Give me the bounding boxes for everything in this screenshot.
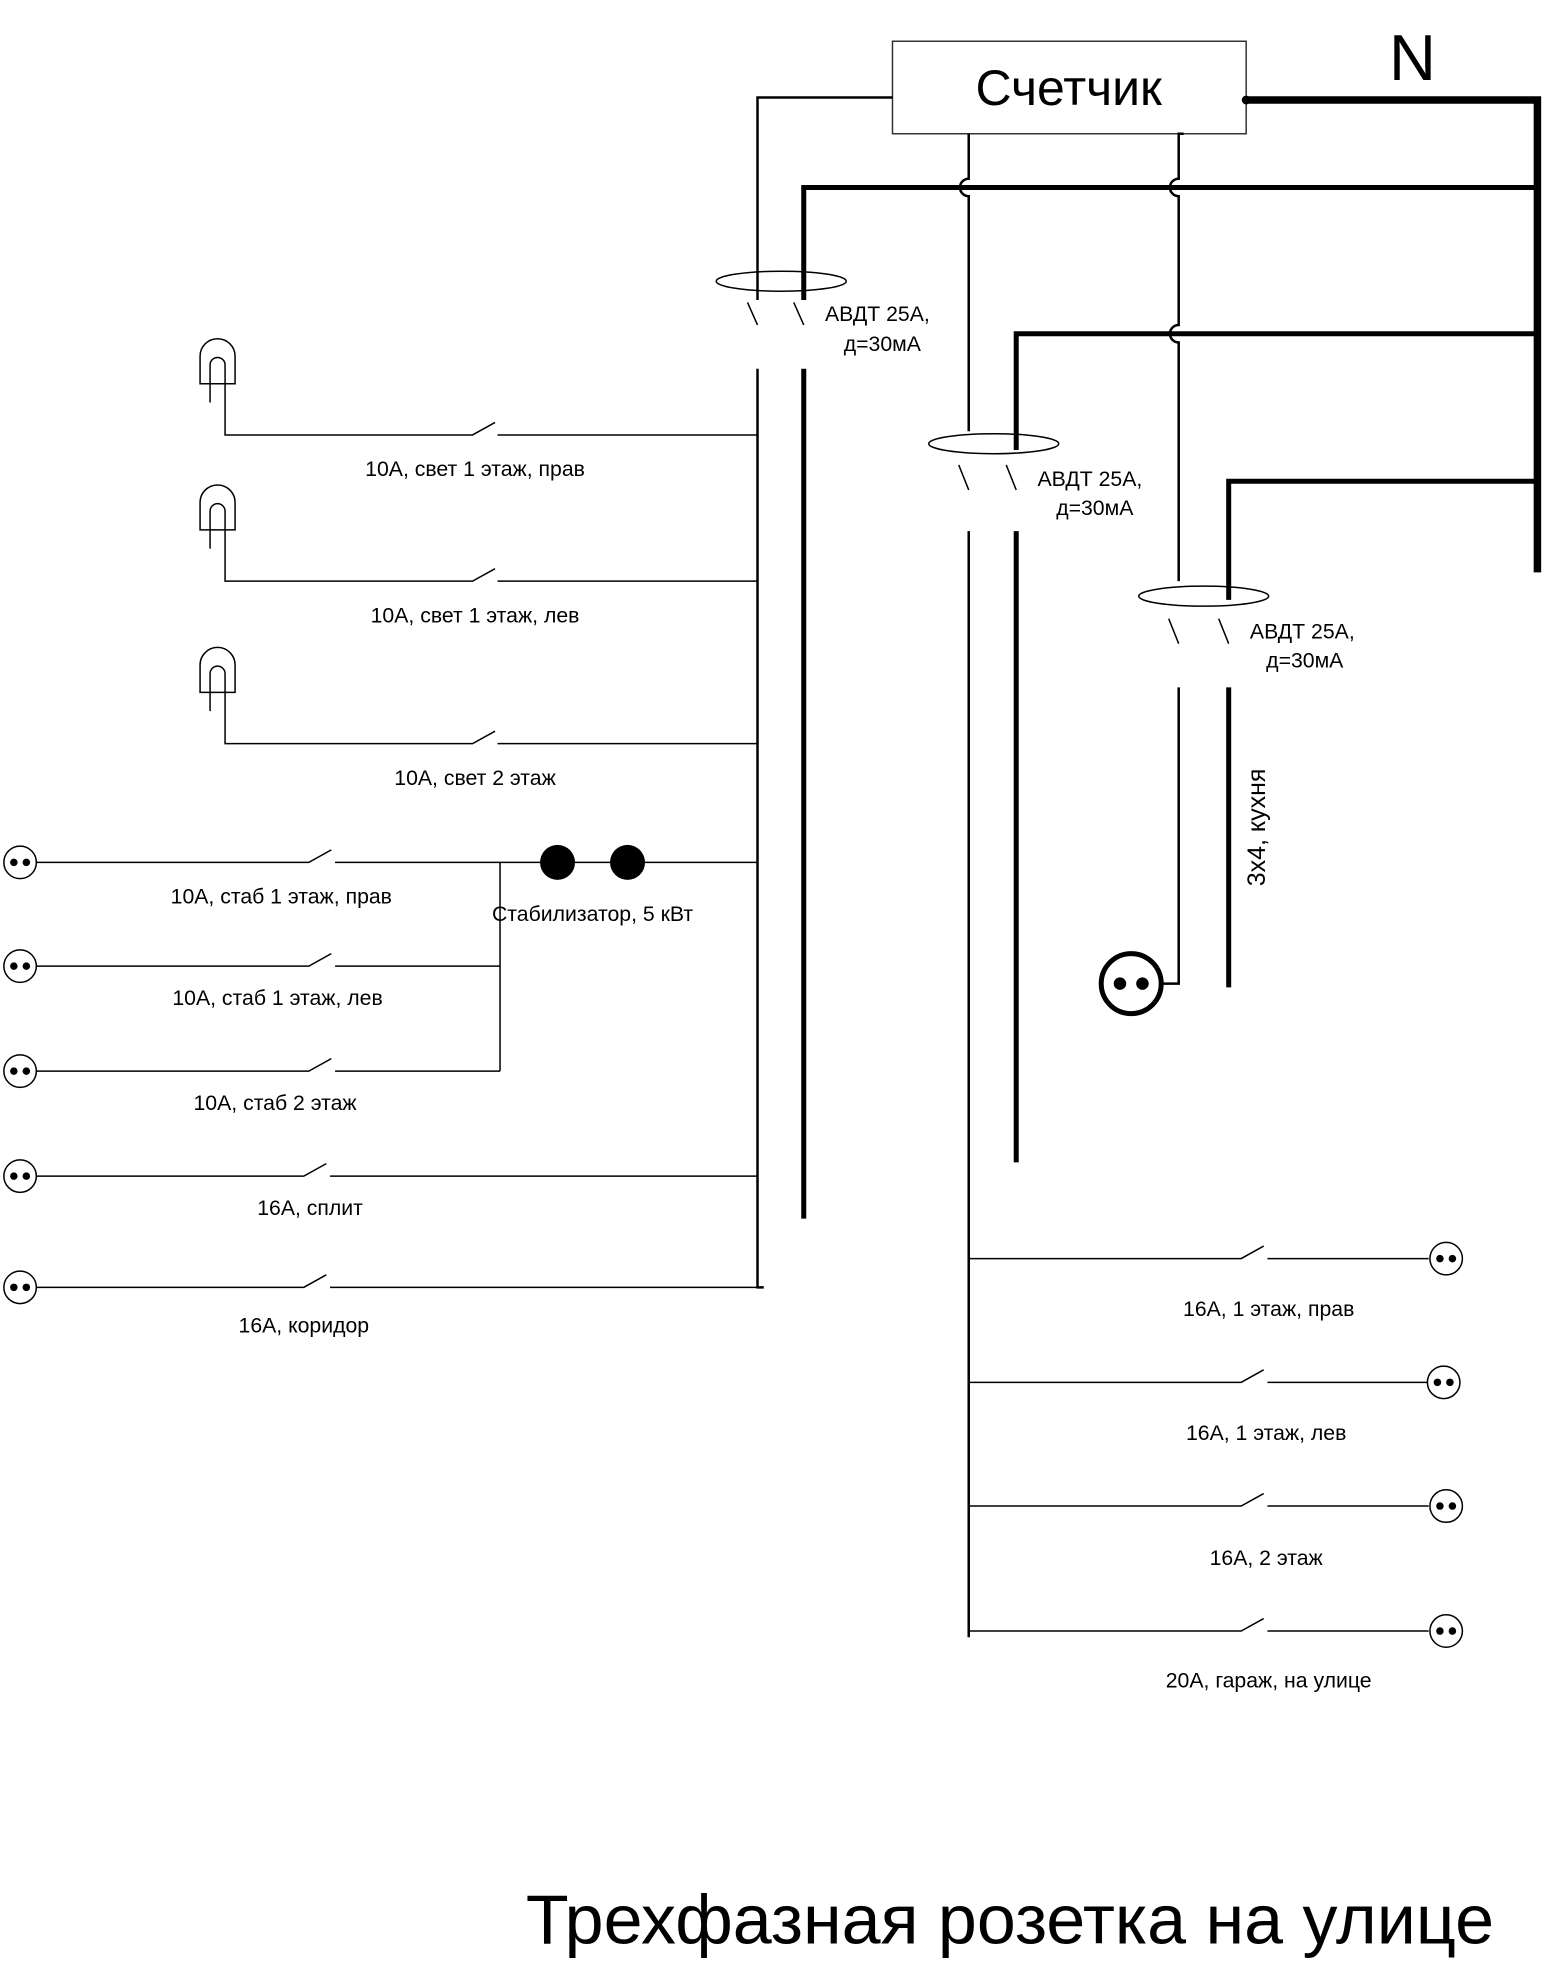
- socket-icon: [1429, 1489, 1464, 1524]
- circuit-label: 10А, стаб 2 этаж: [193, 1091, 357, 1115]
- lamp-icon: [199, 646, 236, 712]
- kitchen-socket-icon: [1098, 951, 1164, 1017]
- breaker-rating: д=30мА: [844, 332, 922, 356]
- kitchen-label: 3х4, кухня: [1243, 769, 1271, 887]
- socket-icon: [3, 845, 38, 880]
- circuit-label: 20А, гараж, на улице: [1166, 1668, 1372, 1692]
- circuit-label: 10А, свет 1 этаж, лев: [371, 603, 580, 627]
- left-socket-4: 16А, сплит: [3, 1159, 758, 1220]
- circuit-label: 10А, стаб 1 этаж, лев: [172, 986, 382, 1010]
- light-circuit-1: 10А, свет 1 этаж, прав: [199, 337, 758, 481]
- meter: Счетчик: [891, 40, 1247, 135]
- stabilizer-label: Стабилизатор, 5 кВт: [492, 902, 693, 926]
- right-socket-1: 16А, 1 этаж, прав: [968, 1241, 1464, 1321]
- socket-icon: [3, 1054, 38, 1089]
- socket-icon: [1429, 1614, 1464, 1649]
- lamp-icon: [199, 484, 236, 549]
- rcd-breaker-3: АВДТ 25А, д=30мА: [1137, 585, 1355, 988]
- breaker-label: АВДТ 25А,: [825, 302, 930, 326]
- breaker-label: АВДТ 25А,: [1037, 467, 1142, 491]
- phase-wires: [756, 96, 1184, 582]
- socket-icon: [1426, 1365, 1461, 1400]
- neutral-bus: [801, 95, 1542, 600]
- left-socket-1: 10А, стаб 1 этаж, прав: [3, 845, 501, 909]
- breaker-rating: д=30мА: [1056, 496, 1134, 520]
- right-socket-3: 16А, 2 этаж: [968, 1489, 1464, 1570]
- rcd-breaker-1: АВДТ 25А, д=30мА: [715, 270, 930, 1289]
- socket-icon: [1429, 1241, 1464, 1276]
- socket-icon: [3, 1159, 38, 1194]
- circuit-label: 10А, свет 2 этаж: [394, 766, 556, 790]
- left-socket-3: 10А, стаб 2 этаж: [3, 1054, 501, 1115]
- circuit-label: 16А, 2 этаж: [1210, 1546, 1324, 1570]
- light-circuit-2: 10А, свет 1 этаж, лев: [199, 484, 758, 627]
- stabilizer: Стабилизатор, 5 кВт: [492, 844, 758, 1072]
- left-socket-2: 10А, стаб 1 этаж, лев: [3, 949, 501, 1010]
- circuit-label: 16А, сплит: [257, 1196, 363, 1220]
- circuit-label: 16А, 1 этаж, лев: [1186, 1421, 1346, 1445]
- right-socket-4: 20А, гараж, на улице: [968, 1614, 1464, 1692]
- light-circuit-3: 10А, свет 2 этаж: [199, 646, 758, 790]
- breaker-label: АВДТ 25А,: [1250, 620, 1355, 644]
- lamp-icon: [199, 337, 236, 403]
- socket-icon: [3, 949, 38, 984]
- diagram-title: Трехфазная розетка на улице: [526, 1881, 1494, 1959]
- circuit-label: 10А, свет 1 этаж, прав: [365, 457, 585, 481]
- neutral-label: N: [1389, 21, 1436, 94]
- circuit-label: 16А, коридор: [239, 1313, 370, 1337]
- meter-label: Счетчик: [975, 60, 1163, 116]
- socket-icon: [3, 1270, 38, 1305]
- right-socket-2: 16А, 1 этаж, лев: [968, 1365, 1461, 1445]
- rcd-breaker-2: АВДТ 25А, д=30мА: [927, 432, 1142, 1638]
- left-socket-5: 16А, коридор: [3, 1270, 758, 1337]
- circuit-label: 16А, 1 этаж, прав: [1183, 1297, 1354, 1321]
- circuit-label: 10А, стаб 1 этаж, прав: [171, 885, 392, 909]
- breaker-rating: д=30мА: [1266, 648, 1344, 672]
